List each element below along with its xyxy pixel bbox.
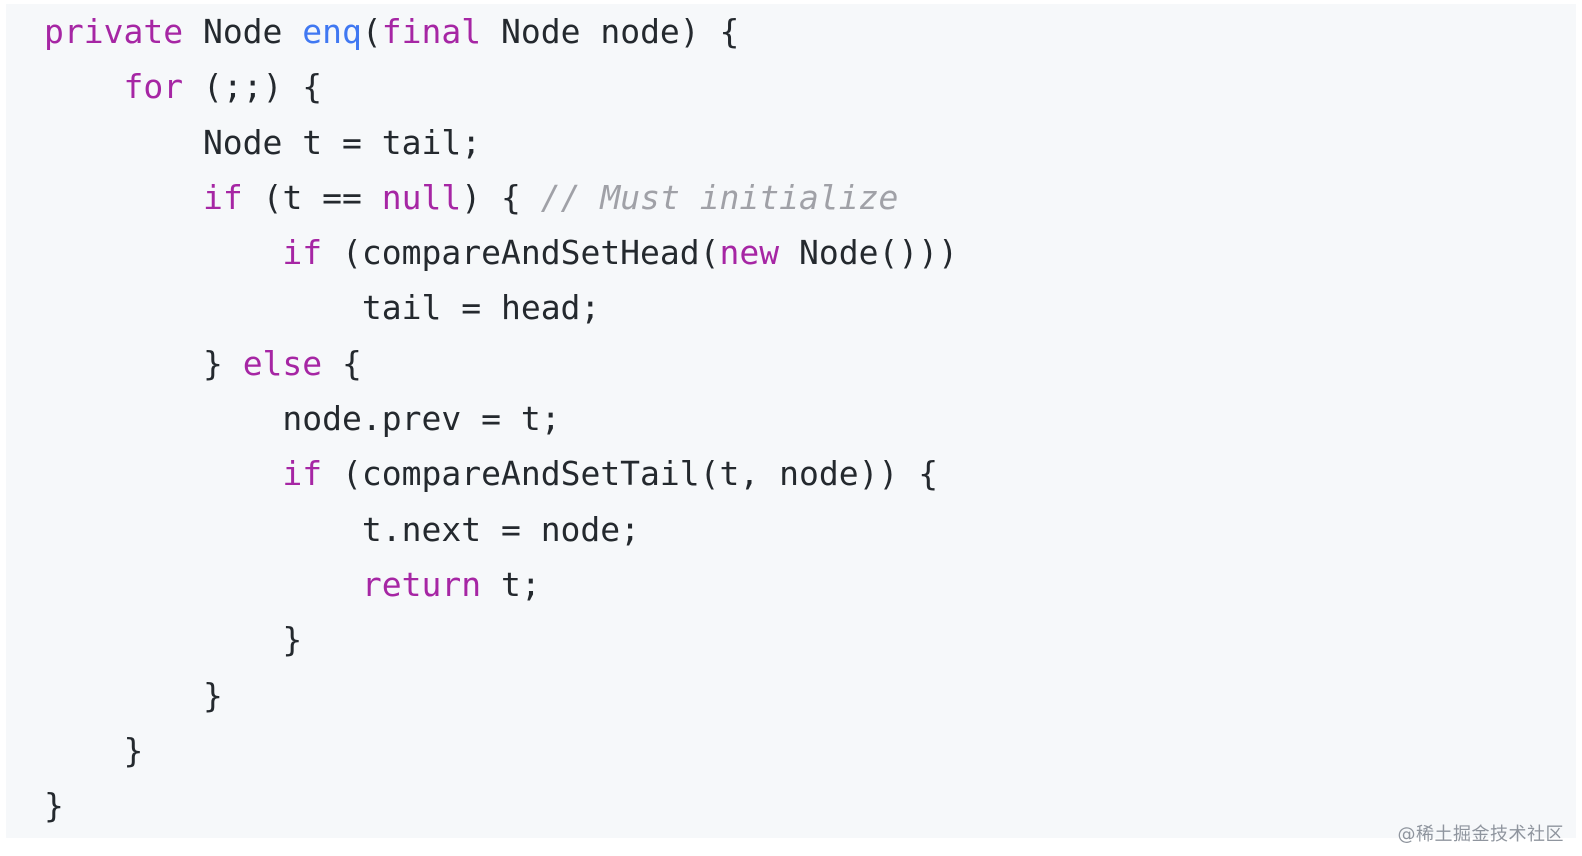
code-token-plain: Node t = tail; <box>44 122 482 162</box>
code-line: } <box>44 668 958 723</box>
code-token-plain: ( <box>361 12 382 51</box>
code-token-plain <box>44 67 123 106</box>
code-panel: private Node enq(final Node node) { for … <box>6 4 1576 838</box>
code-token-plain: t; <box>481 564 541 604</box>
code-token-plain: (;;) { <box>183 67 323 107</box>
code-token-keyword: new <box>719 233 780 273</box>
code-line: } <box>44 778 958 833</box>
code-token-plain: (compareAndSetTail(t, node)) { <box>322 454 939 494</box>
code-token-plain: (compareAndSetHead( <box>322 233 720 273</box>
code-line: } <box>44 723 958 778</box>
code-token-keyword: for <box>123 67 184 107</box>
code-token-plain <box>44 233 282 272</box>
code-token-plain: } <box>44 620 303 660</box>
code-block: private Node enq(final Node node) { for … <box>44 4 958 833</box>
code-token-keyword: if <box>282 454 323 494</box>
code-token-plain <box>44 565 362 604</box>
code-line: return t; <box>44 557 958 612</box>
code-line: node.prev = t; <box>44 391 958 446</box>
code-line: Node t = tail; <box>44 115 958 170</box>
code-line: if (compareAndSetTail(t, node)) { <box>44 446 958 501</box>
code-line: if (compareAndSetHead(new Node())) <box>44 225 958 280</box>
code-token-plain: Node <box>183 12 303 51</box>
code-token-plain <box>44 178 203 217</box>
code-token-keyword: else <box>242 343 323 383</box>
code-token-keyword: if <box>202 177 243 217</box>
code-token-comment: // Must initialize <box>540 177 899 217</box>
code-line: t.next = node; <box>44 502 958 557</box>
code-token-keyword: if <box>282 233 323 273</box>
code-token-keyword: final <box>381 12 482 51</box>
code-token-function: enq <box>302 12 362 51</box>
code-token-plain: t.next = node; <box>44 509 641 549</box>
code-token-plain: (t == <box>242 177 382 217</box>
code-token-plain: { <box>322 343 362 383</box>
code-token-plain: } <box>44 730 144 770</box>
code-line: tail = head; <box>44 280 958 335</box>
code-line: for (;;) { <box>44 59 958 114</box>
code-token-keyword: private <box>44 12 184 51</box>
code-line: } else { <box>44 336 958 391</box>
code-token-plain: ) { <box>461 177 541 217</box>
code-line: private Node enq(final Node node) { <box>44 4 958 59</box>
code-token-plain: Node node) { <box>481 12 740 51</box>
code-token-plain: } <box>44 786 64 826</box>
code-token-keyword: return <box>361 564 482 604</box>
code-token-keyword: null <box>381 177 462 217</box>
code-token-plain: tail = head; <box>44 288 601 328</box>
code-token-plain: node.prev = t; <box>44 399 561 439</box>
code-line: } <box>44 612 958 667</box>
code-token-plain: Node())) <box>779 233 958 273</box>
code-token-plain: } <box>44 675 223 715</box>
code-token-plain: } <box>44 343 243 383</box>
code-token-plain <box>44 454 282 493</box>
code-line: if (t == null) { // Must initialize <box>44 170 958 225</box>
watermark: @稀土掘金技术社区 <box>1397 824 1564 845</box>
